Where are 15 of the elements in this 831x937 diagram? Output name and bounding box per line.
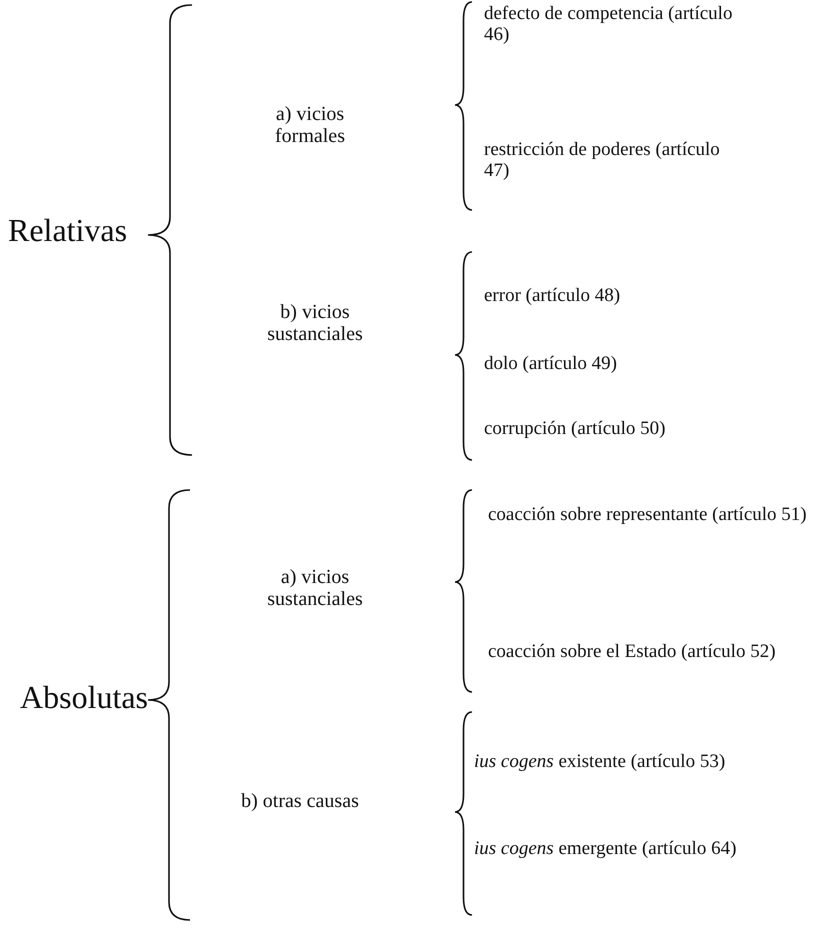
item-text: restricción de poderes (artículo 47)	[484, 140, 721, 182]
item-text: ius cogens emergente (artículo 64)	[474, 839, 738, 860]
category-heading: Absolutas	[20, 680, 149, 716]
item-text: coacción sobre representante (artículo 51)	[488, 505, 808, 526]
subcategory-label: a) vicios formales	[274, 103, 346, 147]
item-text: dolo (artículo 49)	[484, 354, 618, 375]
item-text: error (artículo 48)	[484, 286, 622, 307]
category-heading: Relativas	[8, 213, 128, 248]
item-text: defecto de competencia (artículo 46)	[484, 4, 734, 46]
subcategory-label: b) vicios sustanciales	[266, 301, 364, 345]
item-text: ius cogens existente (artículo 53)	[474, 752, 726, 773]
subcategory-label: b) otras causas	[240, 790, 360, 812]
item-text: coacción sobre el Estado (artículo 52)	[488, 642, 777, 663]
subcategory-label: a) vicios sustanciales	[266, 566, 364, 610]
item-text: corrupción (artículo 50)	[484, 419, 666, 440]
